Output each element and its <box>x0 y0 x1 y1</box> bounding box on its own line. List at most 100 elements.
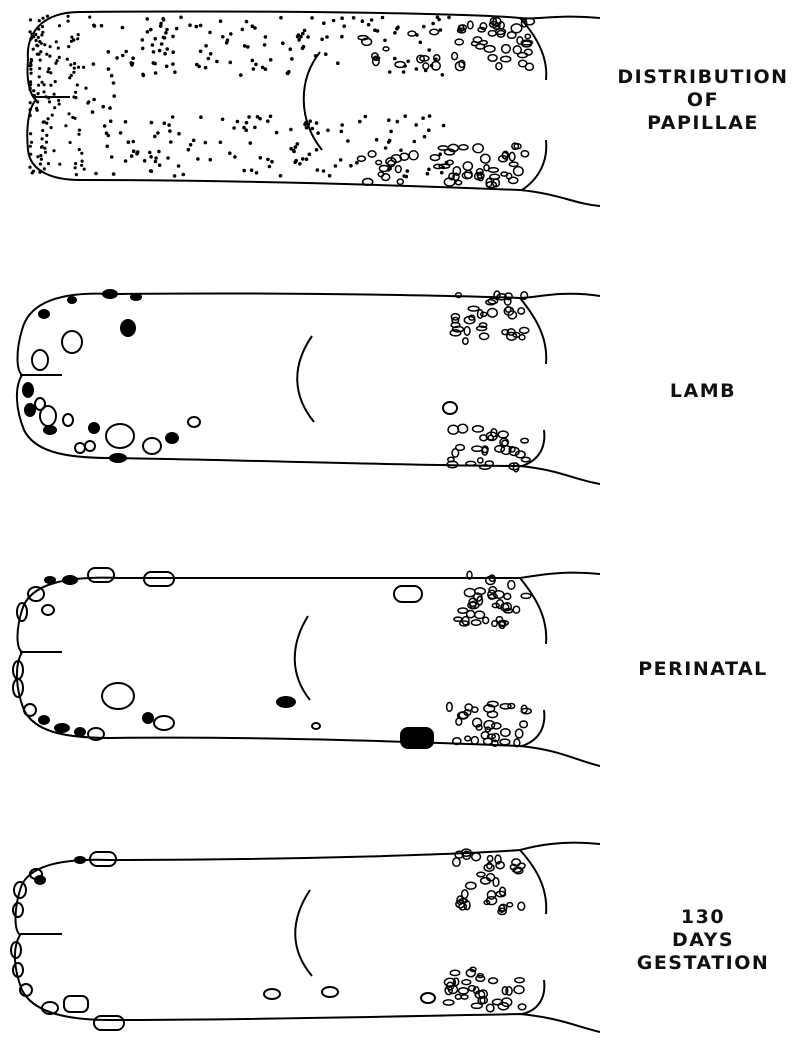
tongue-diagram-distribution <box>0 0 600 240</box>
papilla-dot <box>38 171 41 174</box>
papilla-dot <box>245 20 249 24</box>
panel-distribution: DISTRIBUTION OF PAPILLAE <box>0 0 806 240</box>
papilla-filled <box>400 727 434 749</box>
papillae-rings <box>447 291 530 472</box>
vallate-papilla <box>525 34 530 38</box>
vallate-papilla <box>488 168 498 172</box>
papilla-dot <box>107 50 111 54</box>
vallate-papilla <box>492 603 499 607</box>
papilla-filled <box>38 309 50 319</box>
vallate-papilla <box>465 736 471 741</box>
papilla-dot <box>164 31 168 35</box>
papilla-dot <box>340 130 344 134</box>
papilla-dot <box>109 119 113 123</box>
panel-label: 130 DAYS GESTATION <box>600 906 806 975</box>
vallate-papilla <box>464 589 475 597</box>
vallate-papilla <box>466 461 476 465</box>
papilla-dot <box>324 52 328 56</box>
papilla-dot <box>233 155 237 159</box>
papilla-dot <box>30 72 33 75</box>
papilla-dot <box>42 90 45 93</box>
vallate-papilla <box>487 856 492 862</box>
papilla-dot <box>112 94 116 98</box>
papilla-dot <box>124 50 128 54</box>
papilla-dot <box>46 15 49 18</box>
papilla-dot <box>428 114 432 118</box>
papilla-dot <box>158 49 162 53</box>
papilla-dot <box>29 108 32 111</box>
papilla-dot <box>159 24 163 28</box>
papilla-dot <box>204 44 208 48</box>
papilla-dot <box>252 67 256 71</box>
papilla-dot <box>269 58 273 62</box>
papilla-dot <box>110 155 114 159</box>
vallate-papilla <box>472 42 478 46</box>
papilla-dot <box>35 107 38 110</box>
papilla-dot <box>304 121 308 125</box>
papilla-dot <box>153 135 157 139</box>
papilla-dot <box>349 164 353 168</box>
papilla-dot <box>342 24 346 28</box>
papilla-dot <box>442 124 446 128</box>
papilla-dot <box>108 106 112 110</box>
papilla-open <box>106 424 134 448</box>
papilla-dot <box>74 91 77 94</box>
papilla-dot <box>232 126 236 130</box>
papilla-filled <box>120 319 136 337</box>
vallate-papilla <box>376 160 382 164</box>
papilla-dot <box>259 156 263 160</box>
papilla-dot <box>49 45 52 48</box>
papilla-dot <box>48 55 51 58</box>
papilla-dot <box>389 130 393 134</box>
papilla-dot <box>199 49 203 53</box>
lateral-curve-top <box>520 578 546 644</box>
papilla-dot <box>219 141 223 145</box>
papilla-dot <box>30 33 33 36</box>
papilla-dot <box>64 124 67 127</box>
papilla-dot <box>165 47 169 51</box>
papilla-dot <box>29 145 32 148</box>
papilla-dot <box>228 151 232 155</box>
papilla-filled <box>88 422 100 434</box>
vallate-papilla <box>521 151 528 157</box>
papillae-rings <box>443 849 526 1012</box>
papilla-dot <box>67 15 70 18</box>
papilla-filled <box>165 432 179 444</box>
panel-perinatal: PERINATAL <box>0 550 806 790</box>
vallate-papilla <box>463 338 468 344</box>
vallate-papilla <box>383 47 389 51</box>
papilla-dot <box>101 105 105 109</box>
papilla-dot <box>388 70 392 74</box>
papilla-dot <box>358 120 362 124</box>
papilla-dot <box>426 172 430 176</box>
papilla-dot <box>315 148 319 152</box>
papilla-dot <box>375 138 379 142</box>
vallate-papilla <box>453 858 460 866</box>
label-line: PAPILLAE <box>600 112 806 135</box>
vallate-papilla <box>478 458 483 463</box>
papilla-dot <box>221 118 225 122</box>
vallate-papilla <box>480 333 489 339</box>
papilla-dot <box>236 120 240 124</box>
papilla-dot <box>131 62 135 66</box>
papilla-dot <box>243 44 247 48</box>
papilla-open <box>394 586 422 602</box>
papilla-dot <box>37 36 40 39</box>
papilla-dot <box>175 27 179 31</box>
vallate-papilla <box>475 611 485 618</box>
papilla-dot <box>41 25 44 28</box>
papilla-open <box>264 989 280 999</box>
papilla-open <box>88 568 114 582</box>
papilla-open <box>85 441 95 451</box>
vallate-papilla <box>472 446 483 451</box>
papilla-dot <box>45 141 48 144</box>
vallate-papilla <box>509 152 515 160</box>
papilla-filled <box>34 875 46 885</box>
papilla-dot <box>229 32 233 36</box>
papilla-dot <box>163 52 167 56</box>
vallate-papilla <box>443 1000 454 1005</box>
papilla-dot <box>253 26 257 30</box>
label-line: 130 <box>600 906 806 929</box>
papilla-filled <box>67 296 77 304</box>
papilla-dot <box>160 42 164 46</box>
